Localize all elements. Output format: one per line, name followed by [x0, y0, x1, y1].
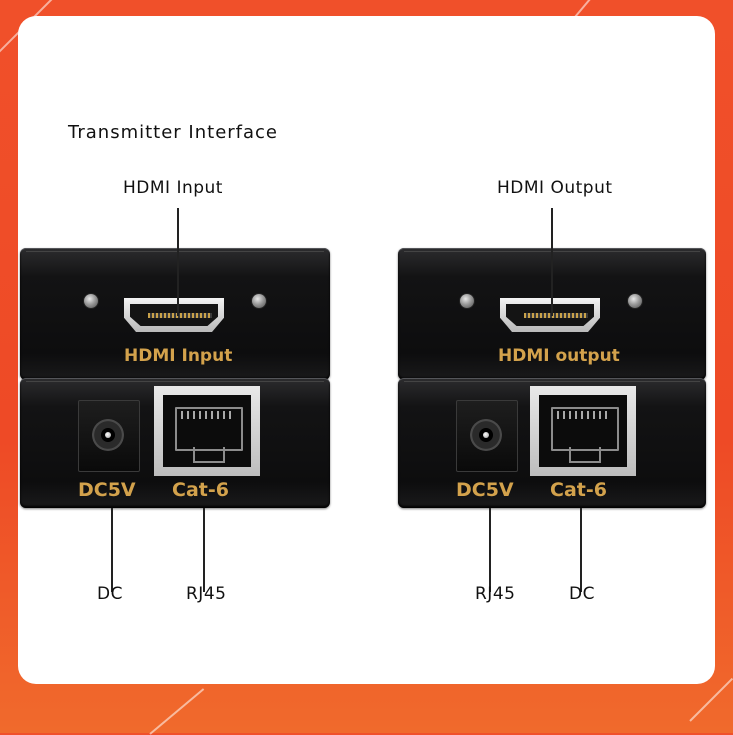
rj45-port-icon — [530, 386, 636, 476]
left-top-panel: HDMI Input — [20, 248, 330, 380]
screw-icon — [252, 294, 266, 308]
left-dc5v-text: DC5V — [78, 479, 136, 501]
right-rj45-label: RJ45 — [475, 584, 516, 604]
right-bottom-panel: DC5V Cat-6 — [398, 378, 706, 508]
left-dc-label: DC — [97, 584, 123, 604]
right-panel-hdmi-text: HDMI output — [498, 346, 620, 366]
left-rj45-leader-line — [203, 508, 205, 592]
decor-stripe — [149, 688, 205, 735]
right-hdmi-leader-line — [551, 208, 553, 316]
left-bottom-panel: DC5V Cat-6 — [20, 378, 330, 508]
right-dc5v-text: DC5V — [456, 479, 514, 501]
left-hdmi-leader-line — [177, 208, 179, 316]
left-rj45-label: RJ45 — [186, 584, 227, 604]
diagram-card: Transmitter Interface HDMI Input HDMI In… — [18, 16, 715, 684]
screw-icon — [628, 294, 642, 308]
left-panel-hdmi-text: HDMI Input — [124, 346, 233, 366]
decor-stripe — [689, 677, 733, 722]
left-hdmi-label: HDMI Input — [123, 178, 223, 198]
left-cat6-text: Cat-6 — [172, 479, 229, 501]
dc-jack-icon — [78, 400, 140, 472]
right-dc-leader-line — [580, 508, 582, 592]
right-cat6-text: Cat-6 — [550, 479, 607, 501]
screw-icon — [460, 294, 474, 308]
right-dc-label: DC — [569, 584, 595, 604]
right-rj45-leader-line — [489, 508, 491, 592]
hdmi-port-icon — [124, 298, 224, 332]
dc-jack-icon — [456, 400, 518, 472]
left-dc-leader-line — [111, 508, 113, 592]
decor-stripe — [574, 0, 602, 18]
hdmi-port-icon — [500, 298, 600, 332]
diagram-title: Transmitter Interface — [68, 122, 278, 143]
right-hdmi-label: HDMI Output — [497, 178, 613, 198]
screw-icon — [84, 294, 98, 308]
rj45-port-icon — [154, 386, 260, 476]
